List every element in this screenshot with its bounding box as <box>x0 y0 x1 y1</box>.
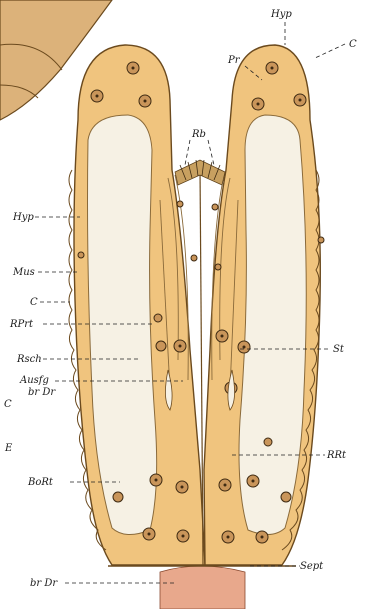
nucleus <box>252 98 264 110</box>
nucleus <box>150 474 162 486</box>
nucleus <box>78 252 84 258</box>
nucleus <box>191 255 197 261</box>
label-rb: Rb <box>191 129 206 140</box>
nucleus <box>139 95 151 107</box>
nucleus <box>264 438 272 446</box>
nucleus <box>127 62 139 74</box>
label-bort: BoRt <box>27 477 54 488</box>
nucleus <box>91 90 103 102</box>
nucleus <box>247 475 259 487</box>
nucleus <box>177 201 183 207</box>
nucleus <box>176 481 188 493</box>
nucleus <box>174 340 186 352</box>
label-ausfg: Ausfg <box>19 375 49 386</box>
label-brdr-bottom: br Dr <box>30 578 58 589</box>
nucleus <box>318 237 324 243</box>
nucleus <box>154 314 162 322</box>
nucleus <box>219 479 231 491</box>
label-rsch: Rsch <box>16 354 42 365</box>
nucleus <box>256 531 268 543</box>
label-rrt: RRt <box>326 450 347 461</box>
nucleus <box>156 341 166 351</box>
label-c-far: C <box>4 399 12 410</box>
label-brdr-mid: br Dr <box>28 387 56 398</box>
label-pr: Pr <box>227 55 241 66</box>
label-hyp-top: Hyp <box>270 9 292 20</box>
label-c-top: C <box>349 39 357 50</box>
nucleus <box>222 531 234 543</box>
label-hyp-left: Hyp <box>12 212 34 223</box>
label-c-left: C <box>30 297 38 308</box>
nucleus <box>294 94 306 106</box>
nucleus <box>212 204 218 210</box>
label-e: E <box>4 443 13 454</box>
right-cavity <box>239 115 306 535</box>
nucleus <box>143 528 155 540</box>
gland <box>160 566 245 609</box>
nucleus <box>266 62 278 74</box>
nucleus <box>215 264 221 270</box>
nucleus <box>216 330 228 342</box>
label-rprt: RPrt <box>9 319 34 330</box>
label-st: St <box>333 344 345 355</box>
label-mus: Mus <box>12 267 35 278</box>
nucleus <box>281 492 291 502</box>
nucleus <box>113 492 123 502</box>
label-sept: Sept <box>300 561 324 572</box>
nucleus <box>238 341 250 353</box>
nucleus <box>177 530 189 542</box>
